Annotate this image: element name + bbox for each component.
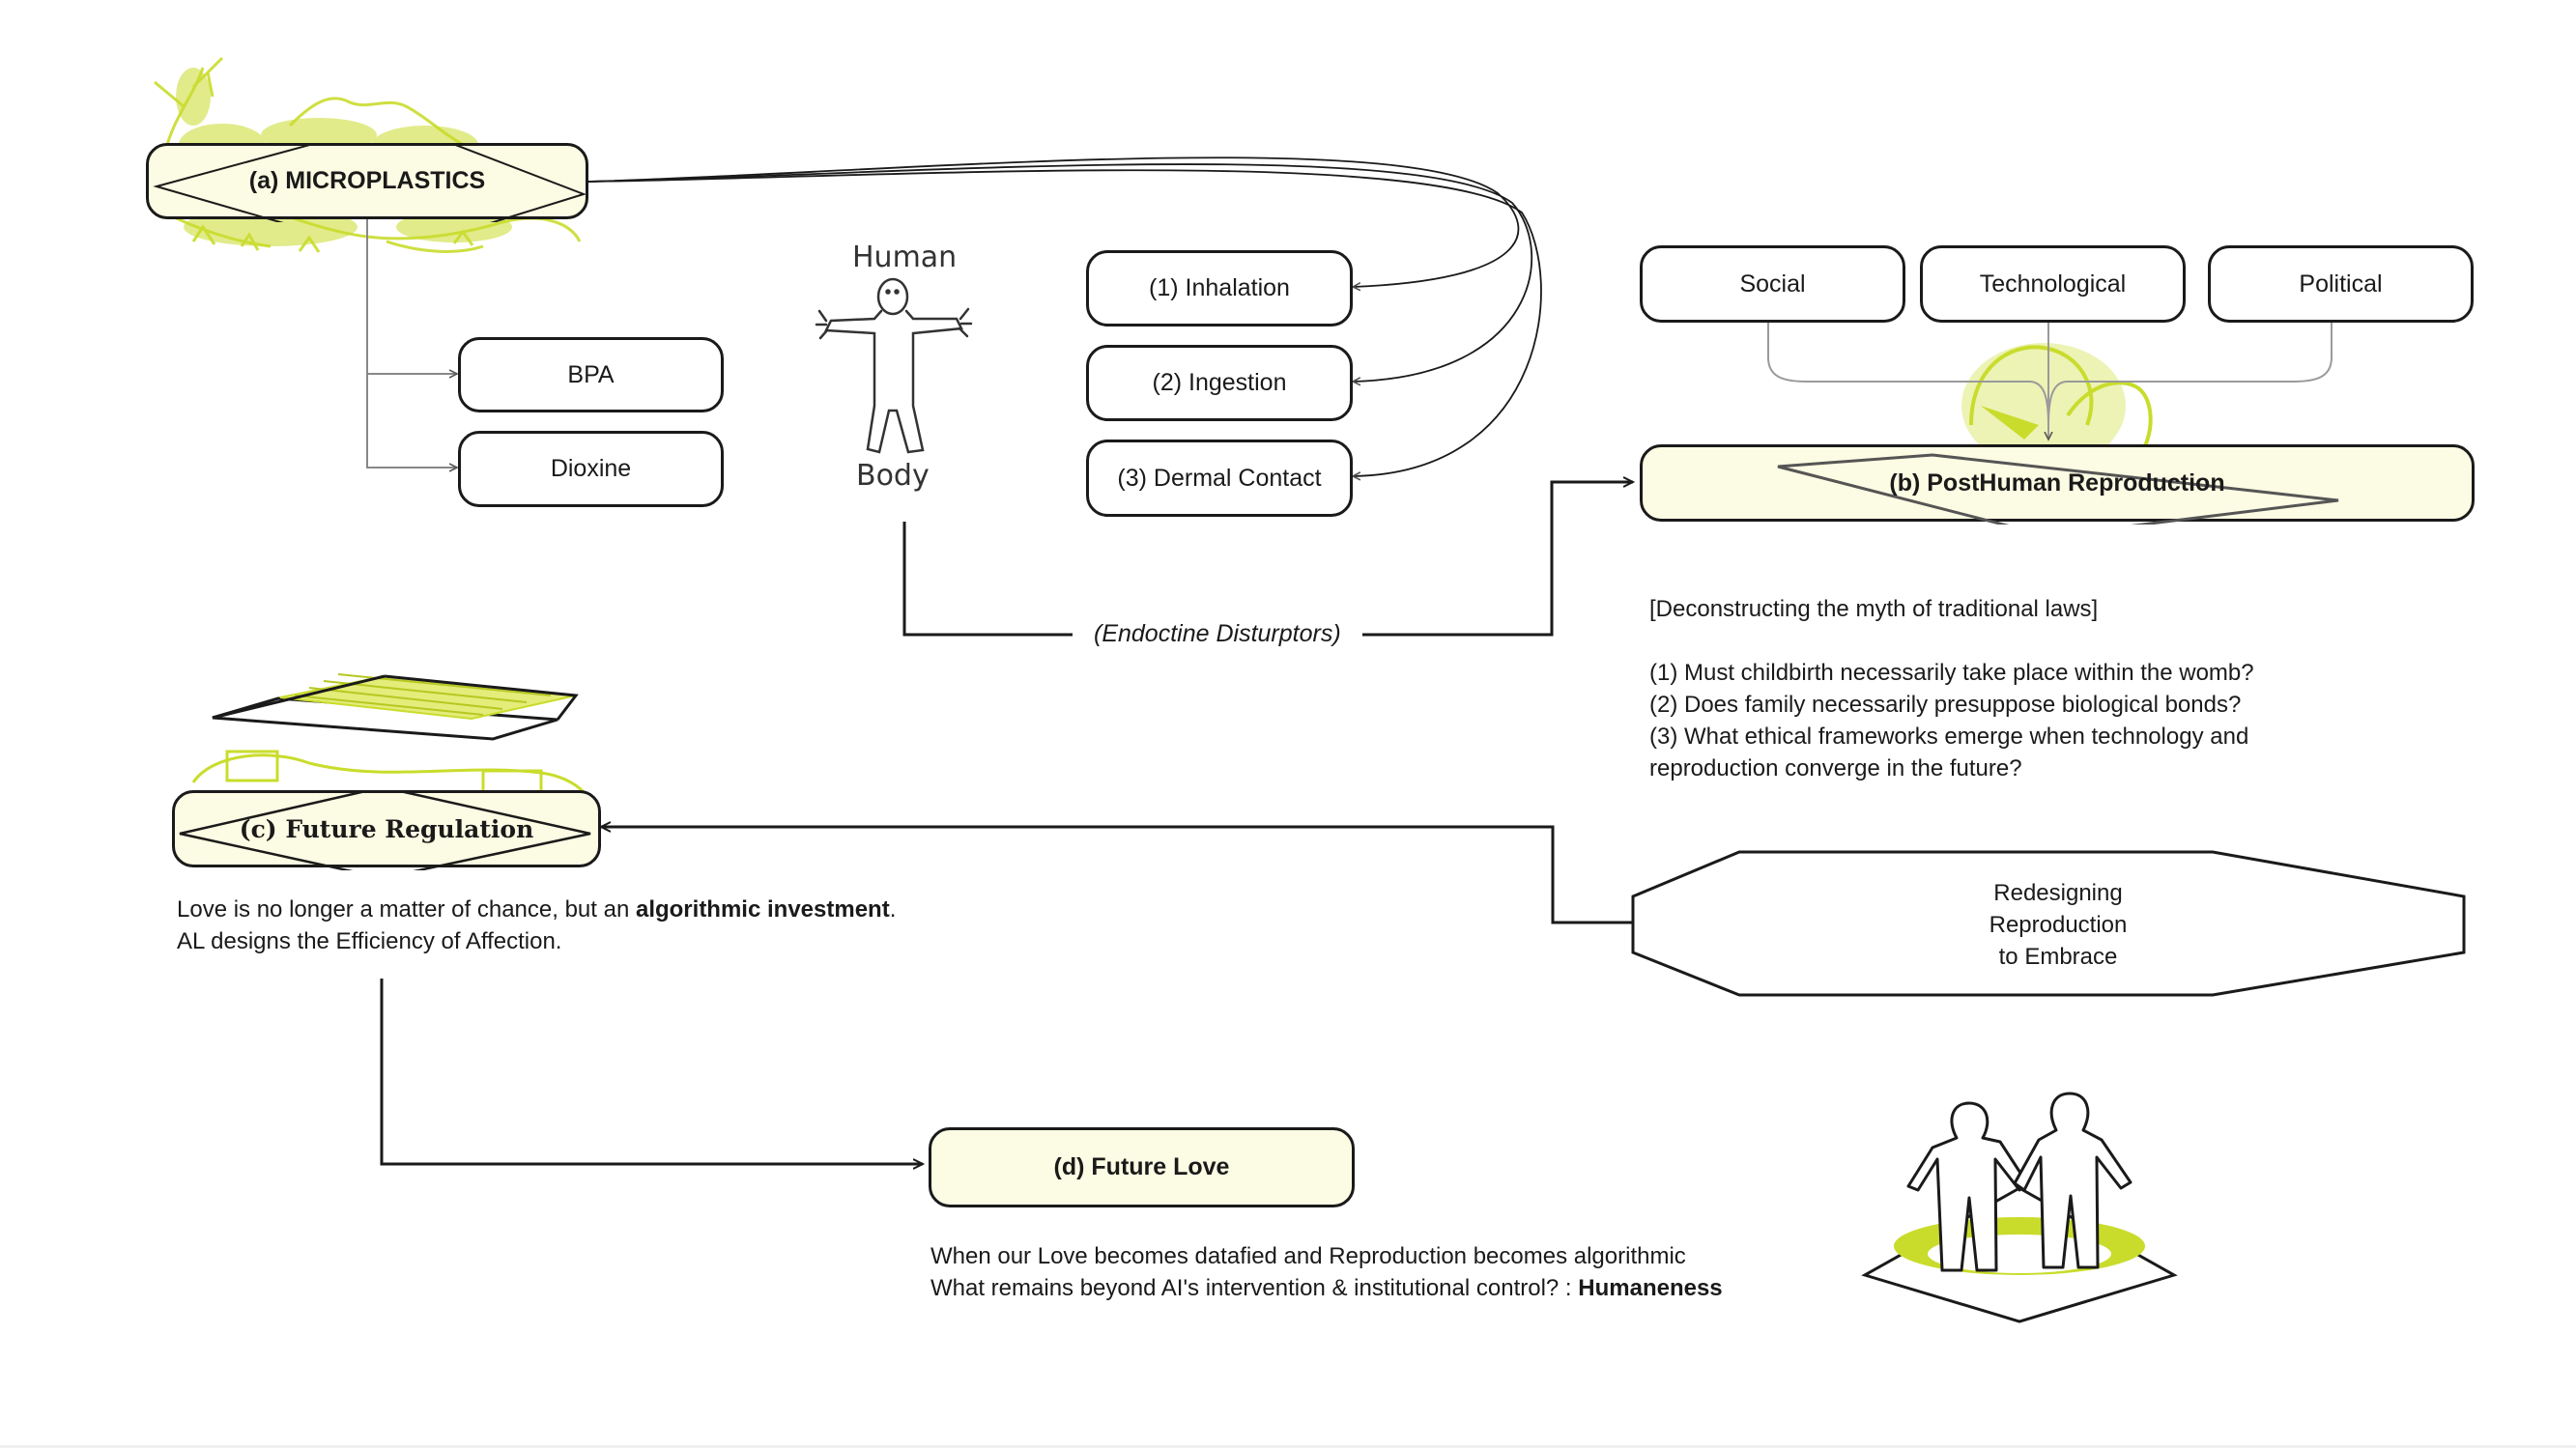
node-social-label: Social [1739,270,1806,298]
connector-redesign-regulation [601,827,1633,924]
posthuman-sketch-illustration [1961,343,2153,468]
node-microplastics[interactable]: (a) MICROPLASTICS [146,143,588,222]
node-dioxine-label: Dioxine [550,455,632,482]
human-body-sketch [815,277,973,454]
regulation-text-line-1-bold: algorithmic investment [635,896,890,923]
connector-microplastics-ingestion [587,163,1533,382]
posthuman-diamond-scribble [1777,453,2339,525]
node-dermal-contact-label: (3) Dermal Contact [1117,464,1322,492]
edge-label-endocrine: (Endoctine Disturptors) [1094,620,1341,647]
node-redesigning[interactable]: Redesigning Reproduction to Embrace [1923,877,2193,973]
human-sketch-label: Human [852,241,958,274]
node-bpa[interactable]: BPA [458,337,724,412]
posthuman-question-3a: (3) What ethical frameworks emerge when … [1649,724,2249,750]
love-text-line-2-bold: Humaneness [1578,1275,1723,1301]
posthuman-question-2: (2) Does family necessarily presuppose b… [1649,692,2242,718]
node-posthuman-reproduction-label: (b) PostHuman Reproduction [1889,468,2225,497]
regulation-text-line-1: Love is no longer a matter of chance, bu… [177,894,896,925]
love-text-line-2: What remains beyond AI's intervention & … [930,1272,1723,1304]
node-future-regulation[interactable]: (c) Future Regulation [172,790,601,870]
future-love-couple-sketch [1861,1092,2178,1323]
redesigning-line-2: Reproduction [1989,912,2128,938]
node-dioxine[interactable]: Dioxine [458,431,724,507]
node-political-label: Political [2299,270,2383,298]
redesigning-octagon-shape [1631,850,2466,997]
node-future-love-label: (d) Future Love [1053,1153,1230,1180]
regulation-diamond-scribble [179,793,591,870]
love-text-line-2-pre: What remains beyond AI's intervention & … [930,1275,1579,1301]
connector-microplastics-dermal [587,169,1542,476]
redesigning-line-3: to Embrace [1998,944,2118,970]
regulation-text-line-2: AL designs the Efficiency of Affection. [177,928,562,954]
connector-body-to-posthuman [902,482,1633,637]
redesigning-line-1: Redesigning [1993,880,2123,906]
love-text-line-1: When our Love becomes datafied and Repro… [930,1243,1686,1269]
connector-microplastics-inhalation [587,156,1520,287]
node-ingestion-label: (2) Ingestion [1152,369,1287,396]
posthuman-question-1: (1) Must childbirth necessarily take pla… [1649,660,2254,686]
node-technological[interactable]: Technological [1920,245,2186,323]
microplastics-diamond-scribble [153,146,587,222]
posthuman-heading: [Deconstructing the myth of traditional … [1649,596,2099,622]
connector-social-posthuman [1767,322,2049,426]
node-inhalation[interactable]: (1) Inhalation [1086,250,1353,327]
regulation-sketch-illustration [191,673,597,827]
node-future-love[interactable]: (d) Future Love [929,1127,1355,1207]
regulation-text-line-1-post: . [889,896,897,923]
node-technological-label: Technological [1979,270,2127,298]
node-microplastics-label: (a) MICROPLASTICS [248,167,486,194]
node-ingestion[interactable]: (2) Ingestion [1086,345,1353,421]
connectors [366,156,2333,1164]
posthuman-question-3b: reproduction converge in the future? [1649,755,2022,781]
regulation-text-line-1-pre: Love is no longer a matter of chance, bu… [177,896,636,923]
connector-political-posthuman [2047,322,2333,426]
node-dermal-contact[interactable]: (3) Dermal Contact [1086,440,1353,517]
node-future-regulation-label: (c) Future Regulation [239,814,534,843]
connector-microplastics-dioxine [366,374,457,468]
node-social[interactable]: Social [1640,245,1905,323]
node-inhalation-label: (1) Inhalation [1149,274,1290,301]
node-political[interactable]: Political [2208,245,2474,323]
body-sketch-label: Body [856,459,930,493]
connector-regulation-futurelove [380,979,923,1164]
node-bpa-label: BPA [567,360,615,388]
bottom-divider [0,1445,2576,1448]
node-posthuman-reproduction[interactable]: (b) PostHuman Reproduction [1640,444,2475,525]
